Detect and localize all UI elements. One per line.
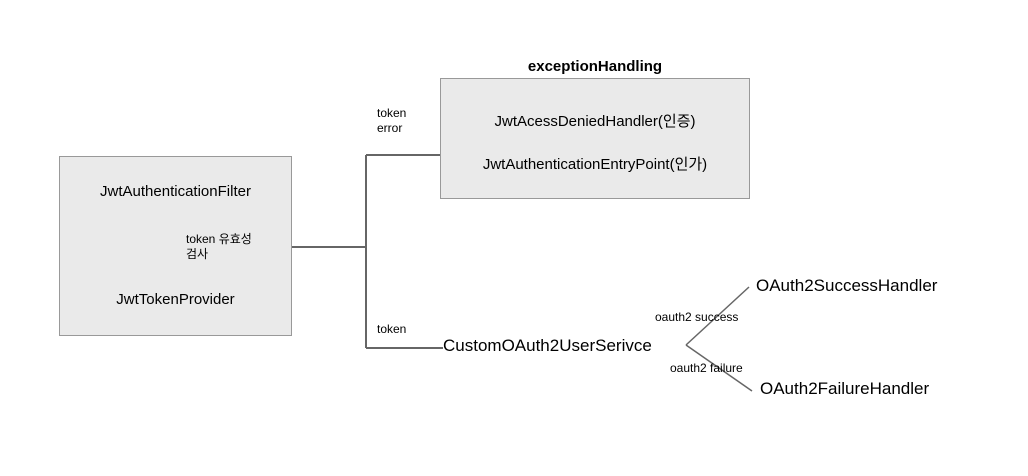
edge-label-token-error: token error xyxy=(377,106,407,135)
oauth2-success-handler-node[interactable]: OAuth2SuccessHandler xyxy=(756,276,938,295)
jwt-access-denied-handler-label: JwtAcessDeniedHandler(인증) xyxy=(494,113,696,130)
jwt-authentication-entry-point-label: JwtAuthenticationEntryPoint(인가) xyxy=(482,156,708,173)
jwt-token-provider-label: JwtTokenProvider xyxy=(116,291,235,308)
jwt-filter-group-box[interactable] xyxy=(59,156,292,336)
exception-handling-title: exceptionHandling xyxy=(527,58,663,75)
exception-handling-box[interactable] xyxy=(440,78,750,199)
custom-oauth2-user-service-node[interactable]: CustomOAuth2UserSerivce xyxy=(443,336,652,355)
edge-label-oauth2-failure: oauth2 failure xyxy=(670,361,743,375)
oauth2-failure-handler-node[interactable]: OAuth2FailureHandler xyxy=(760,379,930,398)
edge-oauth-failure xyxy=(685,344,753,392)
edge-label-oauth2-success: oauth2 success xyxy=(655,310,739,324)
edge-oauth-success xyxy=(685,286,750,346)
token-validation-note: token 유효성 검사 xyxy=(186,232,252,261)
edge-label-token: token xyxy=(377,322,407,336)
jwt-authentication-filter-label: JwtAuthenticationFilter xyxy=(100,183,251,200)
